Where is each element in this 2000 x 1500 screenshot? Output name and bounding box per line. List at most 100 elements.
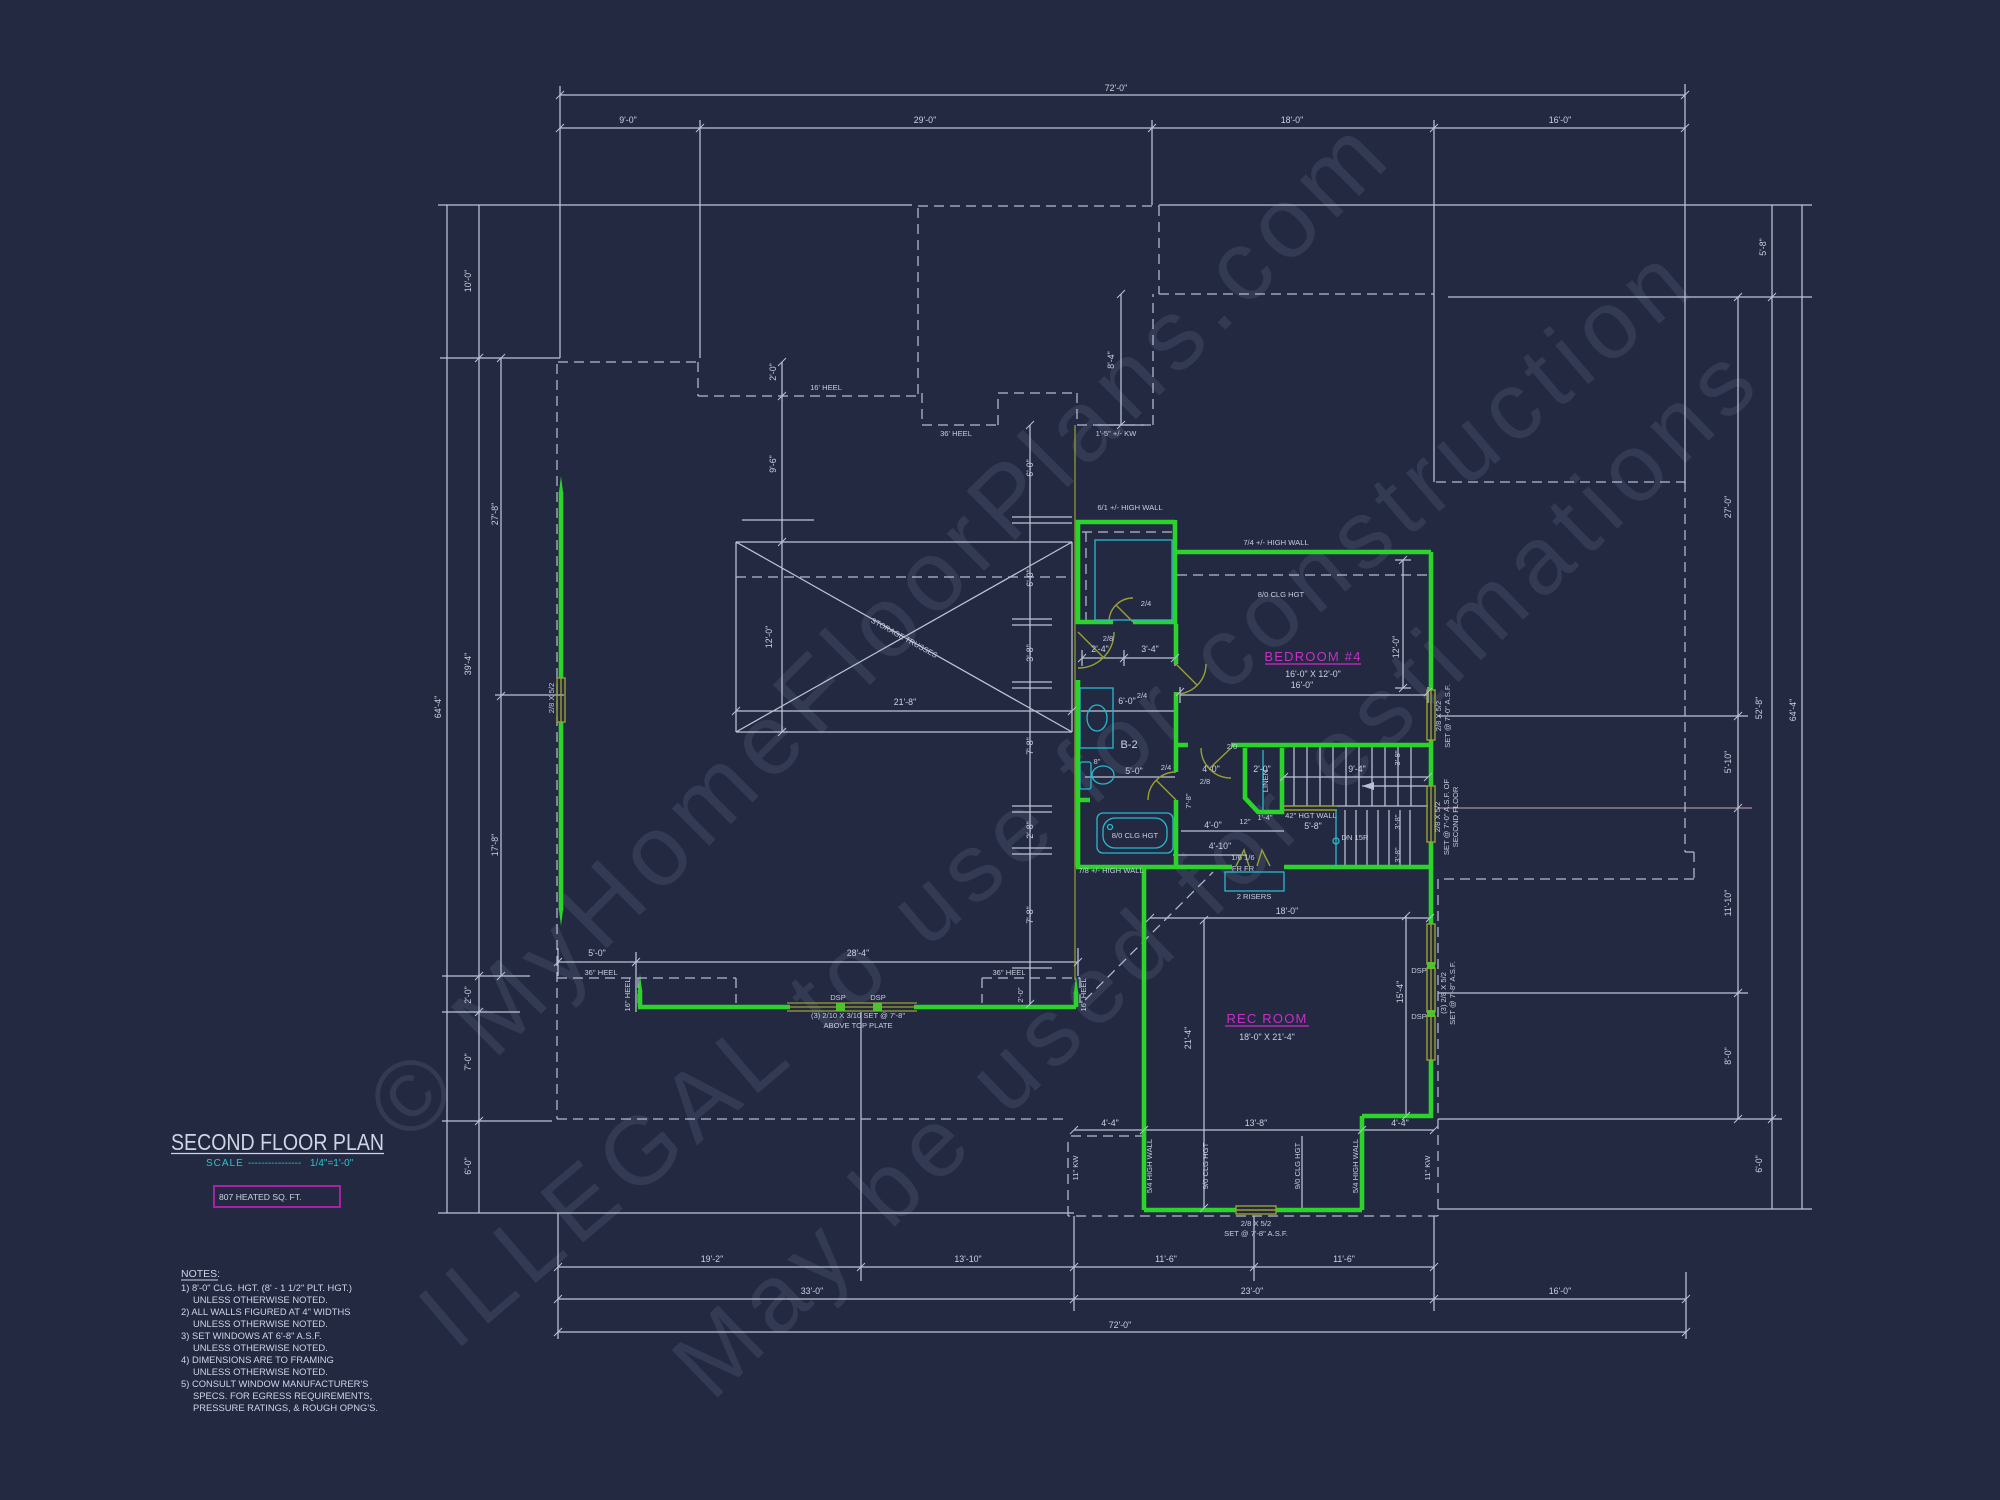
svg-text:3'-8": 3'-8" xyxy=(1393,814,1402,829)
svg-text:5) CONSULT WINDOW MANUFACTURER: 5) CONSULT WINDOW MANUFACTURER'S xyxy=(181,1378,368,1389)
svg-text:DSP: DSP xyxy=(830,993,846,1002)
svg-text:UNLESS OTHERWISE NOTED.: UNLESS OTHERWISE NOTED. xyxy=(193,1294,328,1305)
svg-text:7/4 +/- HIGH WALL: 7/4 +/- HIGH WALL xyxy=(1243,538,1308,547)
svg-text:1/4"=1'-0": 1/4"=1'-0" xyxy=(310,1158,354,1169)
svg-text:6'-0": 6'-0" xyxy=(463,1157,473,1175)
svg-text:4'-0": 4'-0" xyxy=(1202,764,1220,774)
svg-text:807 HEATED SQ. FT.: 807 HEATED SQ. FT. xyxy=(219,1192,301,1202)
svg-text:16'-0": 16'-0" xyxy=(1549,1286,1571,1296)
svg-text:5'-0": 5'-0" xyxy=(588,948,606,958)
svg-text:8/0 CLG HGT: 8/0 CLG HGT xyxy=(1112,831,1159,840)
svg-text:5'-10": 5'-10" xyxy=(1723,751,1733,773)
svg-text:11" KW: 11" KW xyxy=(1423,1155,1432,1181)
svg-text:2/8 X 5/2: 2/8 X 5/2 xyxy=(1241,1219,1271,1228)
svg-text:7'-8": 7'-8" xyxy=(1025,737,1035,755)
svg-text:21'-8": 21'-8" xyxy=(894,697,916,707)
svg-text:2/0: 2/0 xyxy=(1227,742,1238,751)
svg-text:2'-0": 2'-0" xyxy=(463,986,473,1004)
svg-text:2'-4": 2'-4" xyxy=(1091,644,1109,654)
svg-text:9'-4": 9'-4" xyxy=(1348,764,1366,774)
svg-text:11" KW: 11" KW xyxy=(1071,1155,1080,1181)
svg-text:23'-0": 23'-0" xyxy=(1241,1286,1263,1296)
svg-text:2'-0": 2'-0" xyxy=(1253,764,1271,774)
svg-text:17'-8": 17'-8" xyxy=(490,834,500,856)
svg-text:8'-4": 8'-4" xyxy=(1106,351,1116,369)
svg-text:28'-4": 28'-4" xyxy=(847,948,869,958)
svg-text:2 RISERS: 2 RISERS xyxy=(1237,892,1272,901)
svg-text:2/8: 2/8 xyxy=(1200,777,1211,786)
svg-text:12": 12" xyxy=(1239,817,1250,826)
svg-text:2'-8": 2'-8" xyxy=(1025,821,1035,839)
svg-text:1'-5" +/- KW: 1'-5" +/- KW xyxy=(1096,429,1137,438)
svg-text:----------------: ---------------- xyxy=(248,1158,301,1169)
svg-text:B-2: B-2 xyxy=(1120,739,1137,751)
svg-text:6'-0": 6'-0" xyxy=(1754,1155,1764,1173)
svg-text:6'-0": 6'-0" xyxy=(1118,696,1136,706)
svg-text:29'-0": 29'-0" xyxy=(914,115,936,125)
svg-text:16'-0" X 12'-0": 16'-0" X 12'-0" xyxy=(1285,669,1341,679)
svg-text:42" HGT WALL: 42" HGT WALL xyxy=(1285,811,1337,820)
svg-text:REC ROOM: REC ROOM xyxy=(1226,1011,1307,1026)
svg-text:12'-0": 12'-0" xyxy=(764,626,774,648)
svg-text:4) DIMENSIONS ARE TO FRAMING: 4) DIMENSIONS ARE TO FRAMING xyxy=(181,1354,334,1365)
svg-text:9'-0": 9'-0" xyxy=(619,115,637,125)
svg-text:DSP: DSP xyxy=(1411,966,1427,975)
svg-text:UNLESS OTHERWISE NOTED.: UNLESS OTHERWISE NOTED. xyxy=(193,1318,328,1329)
svg-text:2/4: 2/4 xyxy=(1161,763,1172,772)
svg-text:21'-4": 21'-4" xyxy=(1183,1027,1193,1049)
svg-text:NOTES:: NOTES: xyxy=(181,1268,220,1280)
svg-text:2/4: 2/4 xyxy=(1141,599,1152,608)
svg-text:9/0 CLG HGT: 9/0 CLG HGT xyxy=(1293,1142,1302,1189)
svg-text:SET @ 7'-0" A.S.F.: SET @ 7'-0" A.S.F. xyxy=(1443,684,1452,748)
svg-text:UNLESS OTHERWISE NOTED.: UNLESS OTHERWISE NOTED. xyxy=(193,1366,328,1377)
svg-text:64'-4": 64'-4" xyxy=(1788,699,1798,721)
svg-text:FR FR: FR FR xyxy=(1232,864,1255,873)
svg-text:SET @ 7'-8" A.S.F.: SET @ 7'-8" A.S.F. xyxy=(1224,1229,1288,1238)
svg-text:DSP: DSP xyxy=(870,993,886,1002)
svg-text:11'-6": 11'-6" xyxy=(1333,1254,1355,1264)
svg-text:39'-4": 39'-4" xyxy=(463,653,473,675)
svg-text:2/8 X 5/2: 2/8 X 5/2 xyxy=(1433,802,1442,832)
svg-text:16" HEEL: 16" HEEL xyxy=(1079,978,1088,1011)
svg-text:8'-0": 8'-0" xyxy=(1723,1047,1733,1065)
svg-text:52'-8": 52'-8" xyxy=(1754,697,1764,719)
svg-text:12'-0": 12'-0" xyxy=(1391,636,1401,658)
svg-text:4'-10": 4'-10" xyxy=(1209,841,1231,851)
svg-text:72'-0": 72'-0" xyxy=(1105,83,1127,93)
svg-text:ABOVE TOP PLATE: ABOVE TOP PLATE xyxy=(823,1021,892,1030)
svg-text:PRESSURE RATINGS, & ROUGH OPNG: PRESSURE RATINGS, & ROUGH OPNG'S. xyxy=(193,1402,378,1413)
svg-text:DN 15R: DN 15R xyxy=(1341,833,1369,842)
svg-text:(3) 2/8 X 5/2: (3) 2/8 X 5/2 xyxy=(1439,972,1448,1014)
svg-text:5/4 HIGH WALL: 5/4 HIGH WALL xyxy=(1145,1139,1154,1193)
svg-text:LINEN: LINEN xyxy=(1261,770,1270,792)
svg-text:4'-4": 4'-4" xyxy=(1391,1118,1409,1128)
svg-text:2/4: 2/4 xyxy=(1137,691,1148,700)
svg-text:4'-0": 4'-0" xyxy=(1204,820,1222,830)
svg-text:3'-8": 3'-8" xyxy=(1025,644,1035,662)
svg-text:3'-8": 3'-8" xyxy=(1393,847,1402,862)
svg-text:16'-0": 16'-0" xyxy=(1291,680,1313,690)
svg-text:6'-0": 6'-0" xyxy=(1025,459,1035,477)
svg-text:UNLESS OTHERWISE NOTED.: UNLESS OTHERWISE NOTED. xyxy=(193,1342,328,1353)
svg-text:18'-0" X 21'-4": 18'-0" X 21'-4" xyxy=(1239,1032,1295,1042)
svg-text:2/8 X 5/2: 2/8 X 5/2 xyxy=(1434,701,1443,731)
svg-text:8": 8" xyxy=(1094,757,1101,766)
svg-text:5'-0": 5'-0" xyxy=(1125,766,1143,776)
svg-text:27'-0": 27'-0" xyxy=(1723,496,1733,518)
svg-text:SET @ 7'-0" A.S.F. OF: SET @ 7'-0" A.S.F. OF xyxy=(1442,778,1451,855)
svg-text:(3) 2/10 X 3/10 SET @ 7'-8": (3) 2/10 X 3/10 SET @ 7'-8" xyxy=(811,1011,905,1020)
svg-text:16' HEEL: 16' HEEL xyxy=(810,383,842,392)
svg-text:1) 8'-0" CLG. HGT. (8' - 1 1/: 1) 8'-0" CLG. HGT. (8' - 1 1/2" PLT. HGT… xyxy=(181,1282,352,1293)
svg-text:27'-8": 27'-8" xyxy=(490,503,500,525)
svg-text:13'-8": 13'-8" xyxy=(1245,1118,1267,1128)
svg-text:36" HEEL: 36" HEEL xyxy=(584,968,617,977)
svg-text:7/8 +/- HIGH WALL: 7/8 +/- HIGH WALL xyxy=(1078,866,1143,875)
svg-text:1/6 1/6: 1/6 1/6 xyxy=(1231,853,1254,862)
svg-text:36" HEEL: 36" HEEL xyxy=(992,968,1025,977)
svg-text:5'-8": 5'-8" xyxy=(1758,238,1768,256)
svg-text:2/8 X 5/2: 2/8 X 5/2 xyxy=(547,683,556,713)
svg-text:SECOND FLOOR PLAN: SECOND FLOOR PLAN xyxy=(171,1129,384,1155)
svg-text:1'-4": 1'-4" xyxy=(1257,813,1272,822)
svg-text:10'-0": 10'-0" xyxy=(463,270,473,292)
svg-text:SET @ 7'-8" A.S.F.: SET @ 7'-8" A.S.F. xyxy=(1448,961,1457,1025)
